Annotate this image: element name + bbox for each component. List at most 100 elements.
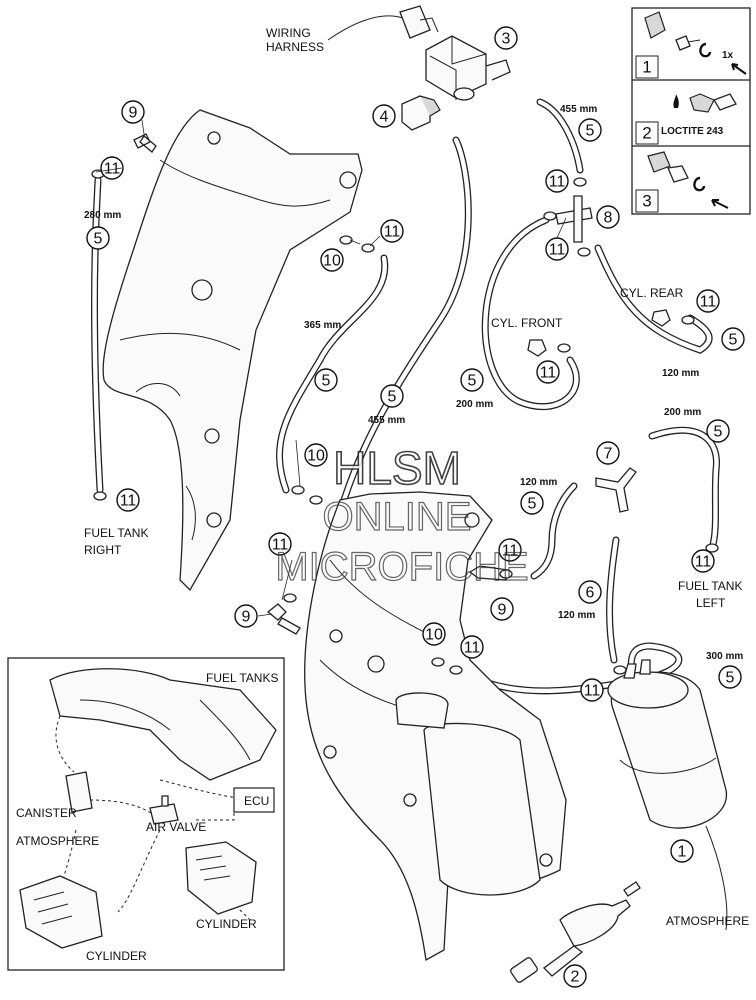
y-connector-7: [595, 467, 637, 513]
fitting-9-lower: [266, 603, 301, 635]
svg-text:5: 5: [322, 373, 331, 390]
callout-11-b: 11: [116, 488, 140, 512]
svg-text:11: 11: [120, 493, 137, 510]
svg-text:2: 2: [571, 969, 580, 986]
svg-text:5: 5: [586, 123, 595, 140]
callout-10-c: 10: [422, 622, 446, 646]
svg-text:10: 10: [323, 253, 341, 270]
label-fuel-tank-left-2: LEFT: [696, 596, 726, 610]
legend-step-3: 3: [642, 192, 651, 211]
svg-text:10: 10: [307, 448, 325, 465]
callout-11-i: 11: [498, 538, 522, 562]
nozzle-cyl-rear: [651, 309, 671, 327]
svg-text:1: 1: [678, 844, 687, 861]
svg-text:11: 11: [584, 683, 601, 700]
inset-label-cylinder-lower: CYLINDER: [86, 949, 147, 963]
svg-text:11: 11: [549, 174, 566, 191]
t-connector-8: [555, 195, 593, 243]
legend-step-1: 1: [642, 58, 651, 77]
callout-10-b: 10: [304, 443, 328, 467]
label-cyl-front: CYL. FRONT: [491, 316, 563, 330]
legend-step1-note: 1x: [722, 50, 734, 61]
inset-label-air-valve: AIR VALVE: [146, 820, 206, 834]
inset-label-fuel-tanks: FUEL TANKS: [206, 671, 278, 685]
callout-11-g: 11: [536, 360, 560, 384]
canister-part-1: [607, 659, 727, 829]
arrow-icon: [711, 199, 729, 209]
inset-label-canister: CANISTER: [16, 806, 77, 820]
svg-text:6: 6: [586, 585, 595, 602]
svg-text:5: 5: [714, 424, 723, 441]
bracket-part-4: [401, 95, 441, 131]
label-cyl-rear: CYL. REAR: [620, 286, 684, 300]
glue-bottle-icon: [673, 94, 679, 108]
callout-5-c: 5: [721, 327, 745, 351]
length-455-top: 455 mm: [560, 104, 597, 115]
washer-10-set: [291, 235, 445, 667]
svg-text:11: 11: [700, 294, 717, 311]
inset-schematic: [7, 657, 285, 971]
length-120-mid: 120 mm: [520, 477, 557, 488]
filter-part-2: [510, 881, 641, 983]
callout-11-l: 11: [580, 678, 604, 702]
length-200-left: 200 mm: [664, 407, 701, 418]
callout-11-c: 11: [545, 169, 569, 193]
callout-11-f: 11: [696, 289, 720, 313]
callout-11-d: 11: [545, 237, 569, 261]
nozzle-cyl-front: [527, 339, 547, 357]
svg-text:7: 7: [604, 446, 613, 463]
label-fuel-tank-left-1: FUEL TANK: [678, 579, 742, 593]
svg-text:5: 5: [468, 373, 477, 390]
length-280: 280 mm: [84, 210, 121, 221]
svg-text:11: 11: [695, 554, 712, 571]
fuel-tank-left: [304, 491, 567, 962]
callouts: 3 4 9 11 5 11 5 11 8 11 11 10 11 5 11 5 …: [86, 26, 745, 988]
length-300: 300 mm: [706, 651, 743, 662]
svg-text:5: 5: [94, 231, 103, 248]
svg-text:11: 11: [272, 537, 289, 554]
callout-11-j: 11: [691, 549, 715, 573]
clamp-11-set: [91, 169, 719, 675]
length-365: 365 mm: [304, 320, 341, 331]
callout-5-a: 5: [86, 226, 110, 250]
svg-text:9: 9: [242, 609, 251, 626]
leader-lines: [95, 119, 567, 617]
callout-5-f: 5: [380, 384, 404, 408]
callout-11-e: 11: [380, 219, 404, 243]
length-120-part6: 120 mm: [558, 610, 595, 621]
callout-5-e: 5: [314, 368, 338, 392]
svg-text:11: 11: [540, 365, 557, 382]
svg-text:10: 10: [425, 627, 443, 644]
watermark-line-2: ONLINE: [323, 495, 472, 539]
length-455-mid: 455 mm: [368, 415, 405, 426]
callout-5-b: 5: [578, 118, 602, 142]
callout-9-c: 9: [234, 604, 258, 628]
inset-label-cylinder-upper: CYLINDER: [196, 917, 257, 931]
inset-label-ecu: ECU: [244, 794, 269, 808]
svg-text:3: 3: [502, 31, 511, 48]
wiring-harness: [327, 5, 439, 41]
length-200-front: 200 mm: [456, 399, 493, 410]
callout-1: 1: [670, 839, 694, 863]
callout-9-top: 9: [121, 100, 145, 124]
clamp-icon: [644, 11, 712, 58]
callout-5-d: 5: [460, 368, 484, 392]
callout-5-h: 5: [520, 491, 544, 515]
svg-text:4: 4: [380, 109, 389, 126]
watermark: HLSM ONLINE MICROFICHE: [275, 441, 530, 589]
callout-11-h: 11: [268, 532, 292, 556]
inset-label-atmosphere: ATMOSPHERE: [16, 834, 99, 848]
callout-5-i: 5: [718, 665, 742, 689]
svg-text:5: 5: [726, 670, 735, 687]
callout-11-a: 11: [100, 156, 124, 180]
watermark-line-3: MICROFICHE: [275, 545, 528, 589]
label-fuel-tank-right-1: FUEL TANK: [84, 526, 148, 540]
fuel-tank-right: [102, 109, 363, 592]
svg-text:8: 8: [604, 210, 613, 227]
callout-10-a: 10: [320, 248, 344, 272]
callout-5-g: 5: [706, 419, 730, 443]
callout-6: 6: [578, 580, 602, 604]
fitting-9-top: [133, 133, 157, 153]
label-wiring-harness-2: HARNESS: [266, 40, 324, 54]
